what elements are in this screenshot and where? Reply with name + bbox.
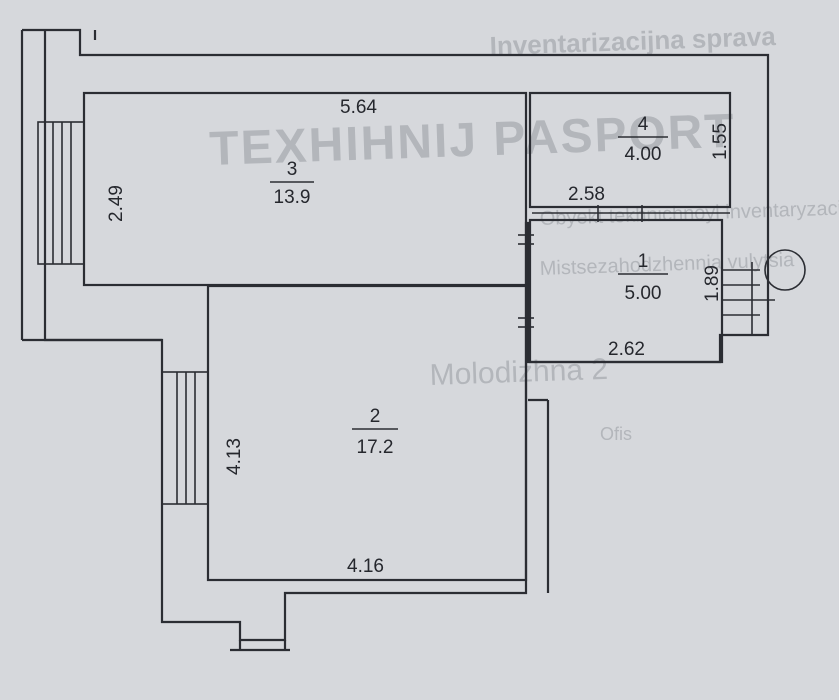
room-1-outline [528, 218, 724, 364]
dim-room4-depth: 1.55 [710, 123, 731, 160]
room-1-number: 1 [638, 251, 649, 272]
room-1-label: 1 5.00 [618, 251, 668, 304]
window-room-3 [37, 121, 85, 265]
dim-room1-width: 2.62 [608, 339, 645, 360]
window-room-1 [722, 262, 775, 335]
room-3-label: 3 13.9 [270, 159, 314, 208]
dim-room2-depth: 4.13 [224, 438, 245, 475]
room-3-number: 3 [287, 159, 298, 180]
room-3-area: 13.9 [274, 187, 311, 208]
bg-print-line6: Molodizhna 2 [429, 353, 608, 392]
dim-room1-depth: 1.89 [702, 265, 723, 302]
room-1-area: 5.00 [625, 283, 662, 304]
room-4-outline [528, 91, 732, 209]
room-4-area: 4.00 [625, 144, 662, 165]
bg-print-line4: Mistsezahodzhennia vulytsia [539, 249, 795, 280]
bg-print-line5: Ofis [600, 424, 632, 444]
dim-room2-width: 4.16 [347, 556, 384, 577]
room-2-number: 2 [370, 406, 381, 427]
room-2-area: 17.2 [357, 437, 394, 458]
room-2-label: 2 17.2 [352, 406, 398, 458]
background-print: Inventarizacijna sprava TEXHIHNIJ PASPOR… [209, 21, 839, 444]
dim-room3-depth: 2.49 [106, 185, 127, 222]
window-room-2 [161, 371, 209, 505]
dim-room3-width: 5.64 [340, 97, 377, 118]
vent-circle-icon [764, 249, 806, 291]
dim-room4-width: 2.58 [568, 184, 605, 205]
door-marks [518, 205, 730, 328]
room-2-outline [206, 284, 528, 582]
room-4-label: 4 4.00 [618, 114, 668, 165]
room-4-number: 4 [638, 114, 649, 135]
